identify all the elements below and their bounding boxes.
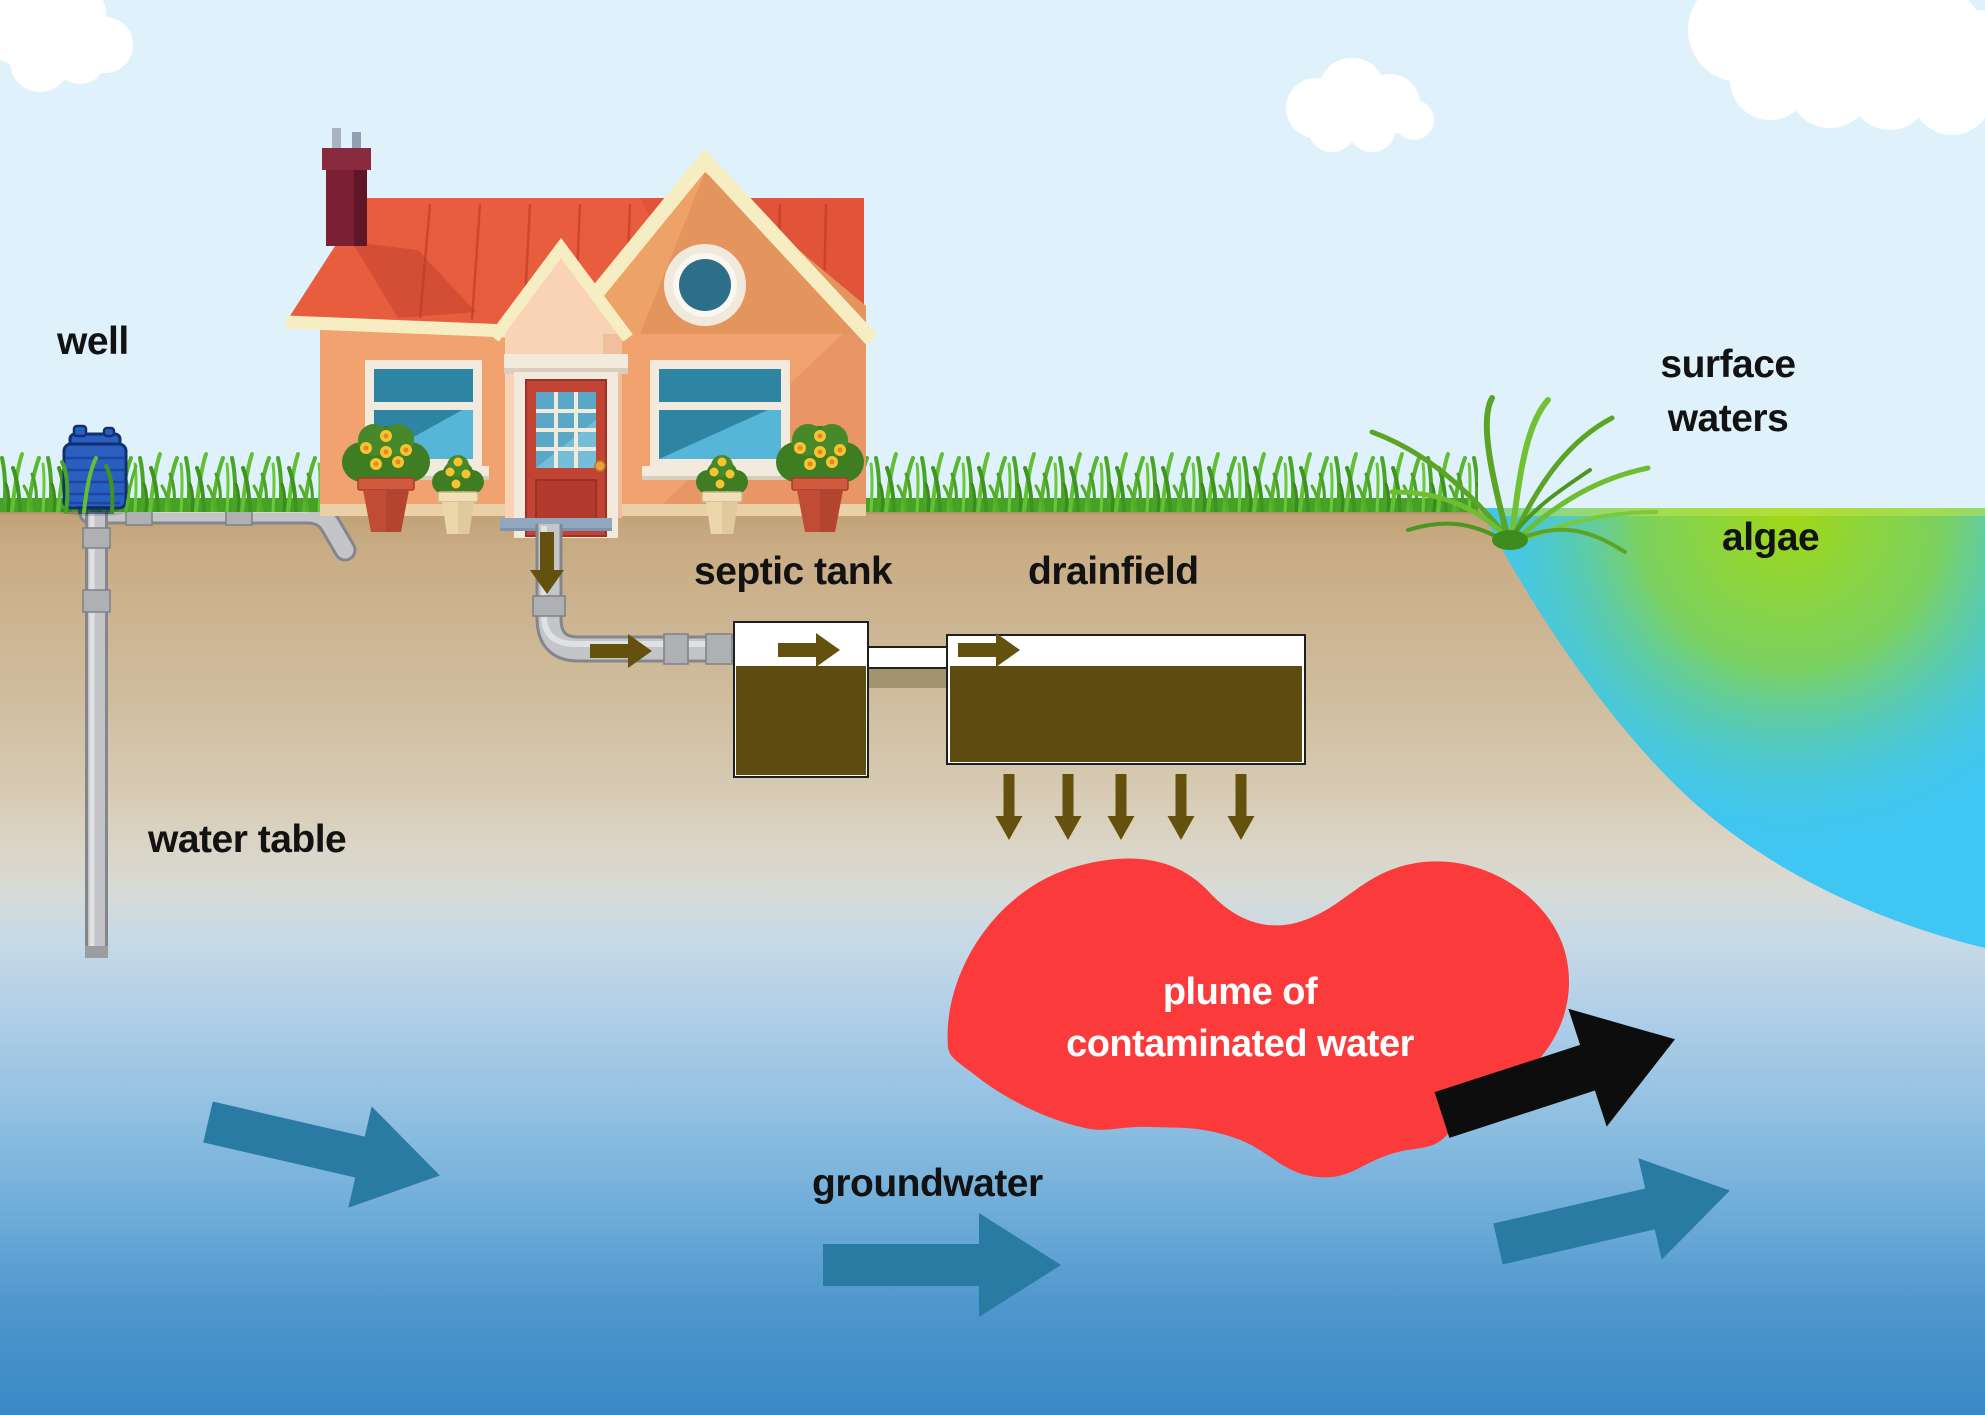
well-casing-pipe bbox=[82, 508, 111, 958]
label-groundwater: groundwater bbox=[812, 1162, 1043, 1205]
label-surface-waters: surface waters bbox=[1602, 338, 1854, 446]
septic-outlet-pipe bbox=[865, 646, 952, 669]
pipe-trench-shadow bbox=[868, 666, 949, 688]
label-surface-waters-line1: surface bbox=[1660, 343, 1796, 386]
door-icon bbox=[504, 354, 628, 538]
doorknob-icon bbox=[594, 460, 606, 472]
label-plume-line2: contaminated water bbox=[1066, 1023, 1414, 1065]
well-tank-icon bbox=[60, 424, 138, 516]
label-well: well bbox=[57, 320, 129, 363]
label-plume: plume of contaminated water bbox=[1040, 966, 1440, 1070]
window-icon bbox=[642, 360, 798, 480]
septic-tank-box-icon bbox=[733, 621, 869, 778]
label-septic-tank: septic tank bbox=[694, 550, 893, 593]
cloud-icon bbox=[1286, 58, 1434, 152]
chimney-icon bbox=[322, 128, 371, 246]
label-algae: algae bbox=[1722, 516, 1820, 559]
label-plume-line1: plume of bbox=[1162, 971, 1318, 1013]
label-drainfield: drainfield bbox=[1028, 550, 1199, 593]
cloud-icon bbox=[0, 0, 133, 92]
plume-blob-icon bbox=[947, 858, 1570, 1178]
shore-plant-icon bbox=[1369, 395, 1658, 554]
cloud-icon bbox=[1688, 0, 1985, 135]
septic-system bbox=[733, 621, 1306, 778]
label-surface-waters-line2: waters bbox=[1667, 397, 1789, 440]
sewer-pipe-icon bbox=[532, 524, 737, 665]
label-water-table: water table bbox=[148, 818, 347, 861]
